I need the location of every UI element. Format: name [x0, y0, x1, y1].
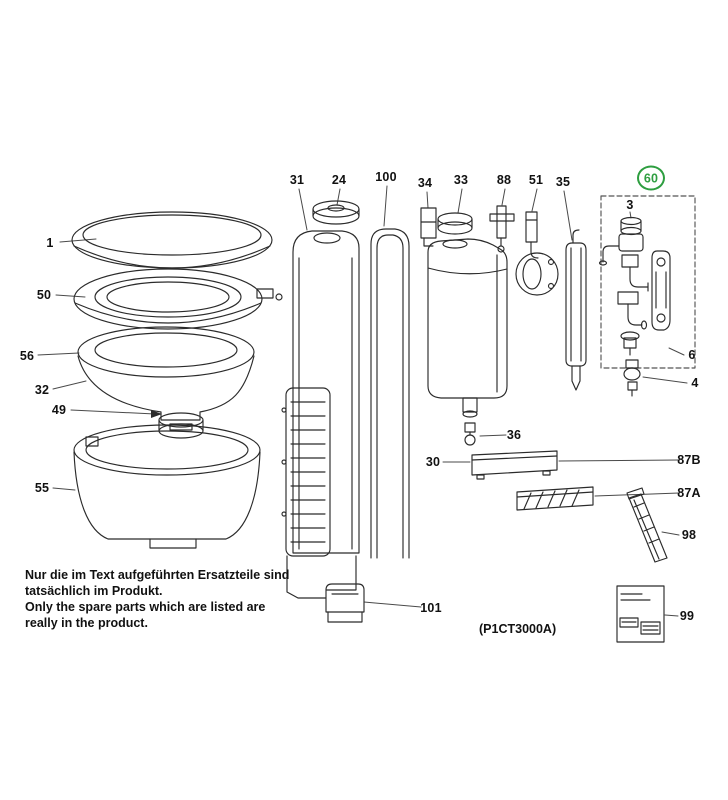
part-tray-30: [471, 450, 558, 480]
arrowhead: [151, 410, 162, 418]
part-seal: [370, 228, 410, 559]
part-label-4: 4: [691, 376, 699, 390]
note-line: Only the spare parts which are listed ar…: [25, 600, 266, 614]
part-base-tank: [73, 424, 261, 549]
part-seat-ring: [73, 268, 283, 330]
part-pump-tube: [565, 229, 587, 391]
group-box-60: [600, 195, 696, 369]
part-label-34: 34: [417, 176, 433, 190]
part-label-56: 56: [19, 349, 35, 363]
part-label-33: 33: [453, 173, 469, 187]
part-label-88: 88: [496, 173, 512, 187]
part-tube-98: [626, 487, 668, 563]
part-label-101: 101: [420, 601, 442, 615]
part-fitting-4: [623, 359, 641, 397]
part-label-32: 32: [34, 383, 50, 397]
part-label-100: 100: [375, 170, 397, 184]
leader-lines: [37, 185, 688, 617]
part-label-50: 50: [36, 288, 52, 302]
part-label-51: 51: [528, 173, 544, 187]
note-line: tatsächlich im Produkt.: [25, 584, 163, 598]
part-bracket-6: [651, 250, 671, 331]
part-label-99: 99: [679, 609, 695, 623]
part-label-87B: 87B: [677, 453, 701, 467]
diagram-code: (P1CT3000A): [479, 622, 557, 636]
part-label-30: 30: [425, 455, 441, 469]
part-label-31: 31: [289, 173, 305, 187]
part-label-55: 55: [34, 481, 50, 495]
part-lid: [71, 211, 273, 269]
part-cap: [312, 200, 360, 225]
note-line: really in the product.: [25, 616, 148, 630]
part-label-sheet-99: [616, 585, 665, 643]
part-tray-87a: [516, 486, 594, 511]
part-label-35: 35: [555, 175, 571, 189]
part-label-24: 24: [331, 173, 347, 187]
part-flush-tank: [427, 212, 508, 418]
part-housing: [281, 230, 360, 557]
part-label-3: 3: [626, 198, 634, 212]
part-label-1: 1: [46, 236, 54, 250]
part-valve-assembly-3: [598, 216, 649, 356]
part-label-6: 6: [688, 348, 696, 362]
part-label-60: 60: [637, 165, 665, 191]
part-bracket-34: [420, 207, 437, 247]
part-label-87A: 87A: [677, 486, 701, 500]
part-bowl: [77, 326, 255, 421]
note-line: Nur die im Text aufgeführten Ersatzteile…: [25, 568, 290, 582]
part-label-98: 98: [681, 528, 697, 542]
part-valve-mechanism: [158, 412, 204, 439]
part-drain-valve: [464, 422, 476, 446]
part-label-49: 49: [51, 403, 67, 417]
part-base-bracket-101: [286, 555, 365, 623]
part-label-36: 36: [506, 428, 522, 442]
note-block: Nur die im Text aufgeführten Ersatzteile…: [25, 567, 335, 631]
part-flange: [515, 252, 559, 296]
part-bracket-51: [525, 211, 539, 259]
part-fitting-88: [489, 205, 515, 253]
